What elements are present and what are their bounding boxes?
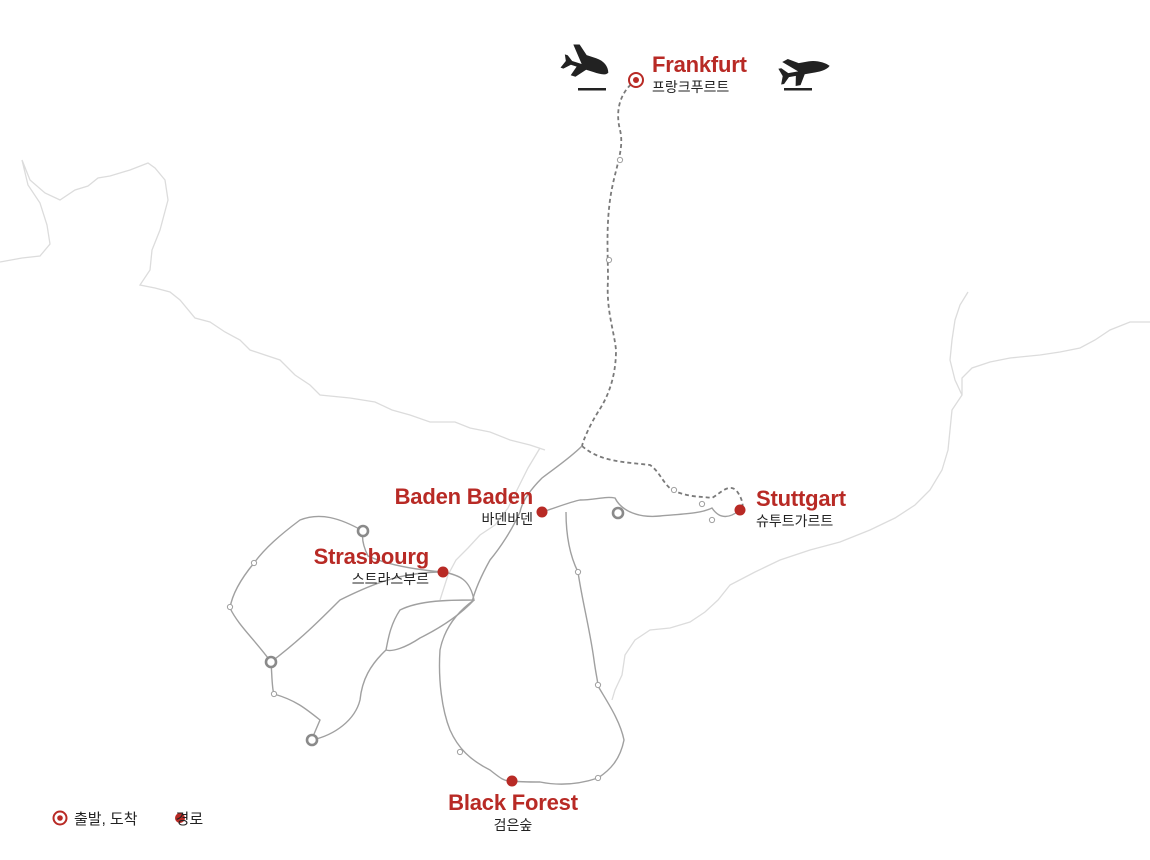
route-vosges (438, 599, 513, 782)
legend-route-label: 경로 (175, 811, 204, 828)
flight-route (581, 79, 744, 513)
city-name-en: Stuttgart (756, 486, 846, 511)
legend-origin: 출발, 도착 (52, 808, 138, 829)
legend-route: 경로 (160, 808, 204, 829)
city-name-en: Frankfurt (652, 52, 747, 77)
city-name-ko: 검은숲 (493, 817, 533, 833)
route-strasbourg-inner (311, 571, 475, 741)
waypoint-dot (226, 603, 234, 611)
waypoints (226, 156, 716, 782)
stop-ring (305, 733, 319, 747)
city-label-blackforest: Black Forest 검은숲 (440, 790, 586, 833)
route-dot-blackforest (506, 775, 518, 787)
city-name-ko: 스트라스부르 (351, 571, 429, 587)
waypoint-dot (594, 774, 602, 782)
route-dot-stuttgart (734, 504, 746, 516)
route-baden-stuttgart (541, 496, 741, 518)
map-legend: 출발, 도착 경로 (52, 808, 203, 829)
waypoint-dot (594, 681, 602, 689)
city-label-baden: Baden Baden 바덴바덴 (394, 484, 534, 527)
route-dot-strasbourg (437, 566, 449, 578)
flight-path-frankfurt-south (581, 79, 637, 447)
route-strasbourg-loop-west (229, 515, 444, 741)
city-name-ko: 프랑크푸르트 (652, 79, 730, 95)
legend-markers (52, 810, 185, 826)
city-label-stuttgart: Stuttgart 슈투트가르트 (756, 486, 846, 529)
route-blackforest-east (511, 511, 625, 785)
route-markers (437, 504, 746, 787)
city-label-frankfurt: Frankfurt 프랑크푸르트 (652, 52, 747, 95)
border-line-rhine (439, 447, 541, 601)
border-line-east-upper (949, 291, 969, 396)
ground-routes (229, 445, 741, 785)
city-label-strasbourg: Strasbourg 스트라스부르 (313, 544, 430, 587)
stop-ring (611, 506, 625, 520)
route-strasbourg-south (270, 571, 444, 663)
country-borders (0, 159, 1150, 701)
city-name-en: Baden Baden (394, 484, 534, 509)
border-line-east (611, 321, 1150, 701)
city-name-en: Strasbourg (313, 544, 430, 569)
airplane-takeoff-icon (560, 44, 609, 91)
waypoint-dot (605, 256, 613, 264)
airplane-landing-icon (778, 58, 830, 91)
waypoint-dot (270, 690, 278, 698)
waypoint-dot (708, 516, 716, 524)
waypoint-dot (698, 500, 706, 508)
waypoint-dot (670, 486, 678, 494)
city-name-ko: 슈투트가르트 (756, 513, 834, 529)
city-name-ko: 바덴바덴 (481, 511, 533, 527)
stop-rings (264, 506, 625, 747)
legend-origin-label: 출발, 도착 (74, 811, 138, 828)
flight-path-stuttgart (581, 445, 744, 513)
route-baden-strasbourg (471, 511, 521, 603)
waypoint-dot (456, 748, 464, 756)
waypoint-dot (250, 559, 258, 567)
route-north-trunk (519, 445, 583, 513)
waypoint-dot (574, 568, 582, 576)
stop-ring (356, 524, 370, 538)
border-line-north (0, 159, 546, 451)
city-name-en: Black Forest (448, 790, 578, 815)
waypoint-dot (616, 156, 624, 164)
route-dot-baden (536, 506, 548, 518)
stop-ring (264, 655, 278, 669)
route-inner-north (385, 599, 475, 652)
origin-marker-frankfurt (628, 72, 644, 88)
